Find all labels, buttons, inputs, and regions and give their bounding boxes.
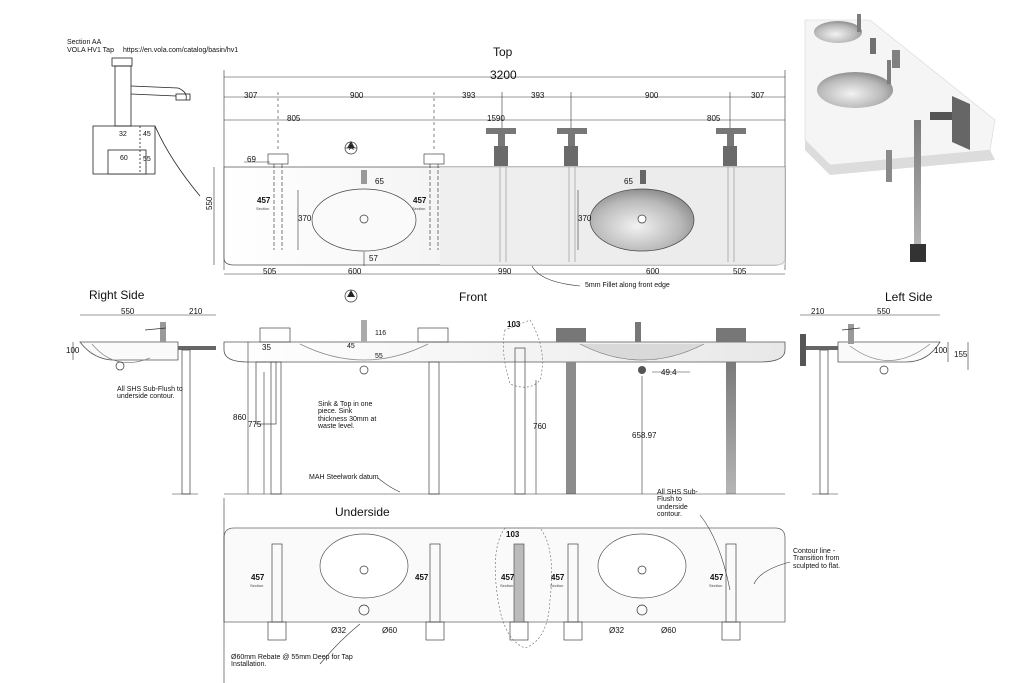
dim-left-100: 100 [934, 346, 948, 355]
view-title-top: Top [493, 45, 513, 59]
dim-bottom-2: 600 [348, 267, 362, 276]
dim-under-457-3-note: Section [500, 583, 514, 588]
dim-front-103: 103 [507, 320, 521, 329]
dim-under-457-4: 457 [551, 573, 565, 582]
dim-under-d32-left: Ø32 [331, 626, 347, 635]
dim-front-49: 49.4 [661, 368, 677, 377]
view-title-underside: Underside [335, 505, 390, 519]
dim-under-457-4-note: Section [550, 583, 564, 588]
view-title-front: Front [459, 290, 488, 304]
dim-top-65-left: 65 [375, 177, 384, 186]
dim-left-550: 550 [877, 307, 891, 316]
note-shs-underside: All SHS Sub-Flush to underside contour. [657, 489, 698, 519]
dim-under-457-1-note: Section [250, 583, 264, 588]
dim-top-457-right-note: Section [412, 206, 426, 211]
dim-under-d60-left: Ø60 [382, 626, 398, 635]
right-side-view [72, 314, 216, 495]
dim-top-457-left-note: Section [256, 206, 270, 211]
dim-top-65-right: 65 [624, 177, 633, 186]
dim-front-45: 45 [347, 343, 355, 350]
dim-top-370-left: 370 [298, 214, 312, 223]
section-aa-title: Section AA [67, 39, 102, 46]
note-steelwork-datum: MAH Steelwork datum [309, 474, 379, 481]
dim-aa-55: 55 [143, 156, 151, 163]
dim-under-457-3: 457 [501, 573, 515, 582]
dim-row2-1: 805 [287, 114, 301, 123]
isometric-render [804, 14, 996, 262]
left-side-view [800, 314, 969, 495]
dim-front-35: 35 [262, 343, 271, 352]
dim-front-658: 658.97 [632, 431, 657, 440]
note-fillet: 5mm Fillet along front edge [585, 282, 670, 289]
dim-under-457-2: 457 [415, 573, 429, 582]
dim-front-860: 860 [233, 413, 247, 422]
dim-bottom-5: 505 [733, 267, 747, 276]
dim-row1-3: 393 [462, 91, 476, 100]
underside-view [223, 498, 791, 683]
section-marker-front: A [349, 292, 354, 299]
section-aa-detail [92, 57, 201, 197]
dim-under-457-5-note: Section [709, 583, 723, 588]
dim-top-457-left: 457 [257, 196, 271, 205]
dim-aa-32: 32 [119, 131, 127, 138]
view-title-left-side: Left Side [885, 290, 933, 304]
note-sink-top: Sink & Top in one piece. Sink thickness … [318, 401, 377, 431]
dim-bottom-4: 600 [646, 267, 660, 276]
tap-model-label: VOLA HV1 Tap [67, 47, 114, 54]
dim-aa-45: 45 [143, 131, 151, 138]
tap-catalog-link[interactable]: https://en.vola.com/catalog/basin/hv1 [123, 47, 239, 54]
note-tap-rebate: Ø60mm Rebate @ 55mm Deep for Tap Install… [231, 654, 353, 669]
dim-front-775: 775 [248, 420, 262, 429]
dim-row1-1: 307 [244, 91, 258, 100]
dim-bottom-3: 990 [498, 267, 512, 276]
dim-row1-2: 900 [350, 91, 364, 100]
dim-front-55: 55 [375, 353, 383, 360]
dim-under-457-5: 457 [710, 573, 724, 582]
dim-under-d60-right: Ø60 [661, 626, 677, 635]
section-marker-top: A [349, 145, 354, 152]
dim-right-210: 210 [189, 307, 203, 316]
view-title-right-side: Right Side [89, 288, 145, 302]
dim-top-69: 69 [247, 155, 256, 164]
dim-row1-6: 307 [751, 91, 765, 100]
dim-top-457-right: 457 [413, 196, 427, 205]
dim-right-550: 550 [121, 307, 135, 316]
note-contour-line: Contour line - Transition from sculpted … [793, 548, 841, 570]
dim-row1-5: 900 [645, 91, 659, 100]
dim-top-370-right: 370 [578, 214, 592, 223]
dim-top-depth: 550 [205, 196, 214, 210]
dim-row2-3: 805 [707, 114, 721, 123]
dim-front-760: 760 [533, 422, 547, 431]
dim-row2-2: 1590 [487, 114, 505, 123]
dim-bottom-1: 505 [263, 267, 277, 276]
dim-left-210: 210 [811, 307, 825, 316]
dim-aa-60: 60 [120, 155, 128, 162]
front-view [223, 289, 786, 495]
dim-overall: 3200 [490, 68, 517, 82]
dim-under-103: 103 [506, 530, 520, 539]
dim-under-d32-right: Ø32 [609, 626, 625, 635]
dim-row1-4: 393 [531, 91, 545, 100]
dim-right-100: 100 [66, 346, 80, 355]
dim-top-57: 57 [369, 254, 378, 263]
note-shs-right: All SHS Sub-Flush to underside contour. [117, 386, 183, 401]
dim-front-116: 116 [375, 330, 387, 337]
top-view [213, 128, 786, 287]
dim-left-155: 155 [954, 350, 968, 359]
dim-under-457-1: 457 [251, 573, 265, 582]
